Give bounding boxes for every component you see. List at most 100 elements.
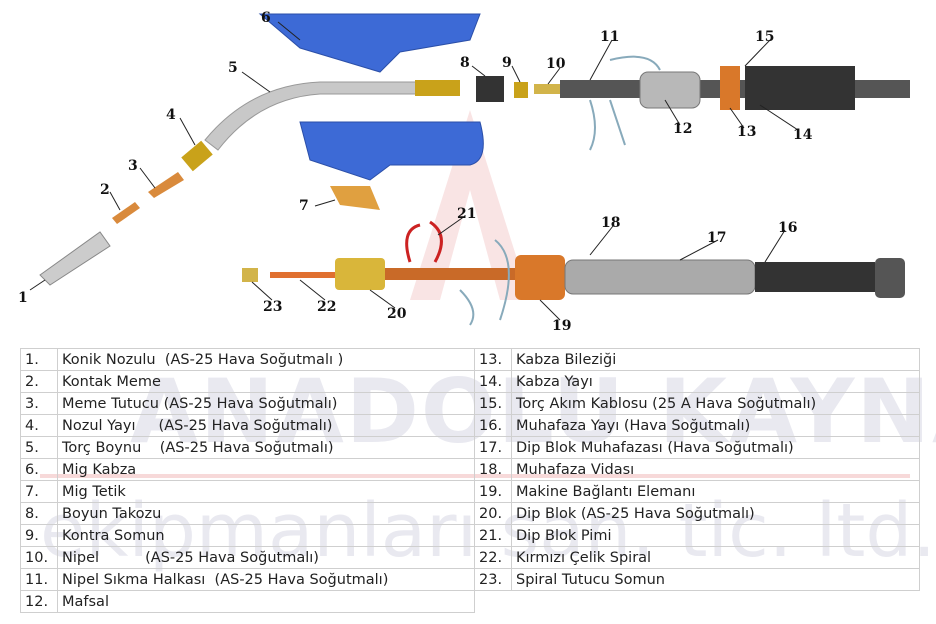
- part-number: 5.: [20, 436, 58, 459]
- part-number: 18.: [474, 458, 512, 481]
- callout-15: 15: [755, 29, 774, 45]
- callout-4: 4: [166, 107, 176, 123]
- part-name: Kırmızı Çelik Spiral: [511, 546, 920, 569]
- callout-6: 6: [261, 10, 271, 26]
- table-row: 5.Torç Boynu (AS-25 Hava Soğutmalı): [20, 436, 475, 459]
- part-name: Konik Nozulu (AS-25 Hava Soğutmalı ): [57, 348, 475, 371]
- part-number: 15.: [474, 392, 512, 415]
- part-name: Mafsal: [57, 590, 475, 613]
- callout-22: 22: [317, 299, 336, 315]
- handle-top-part: [258, 13, 481, 73]
- part-number: 11.: [20, 568, 58, 591]
- table-row: 21.Dip Blok Pimi: [474, 524, 920, 547]
- tip-holder-part: [148, 172, 184, 198]
- part-number: 1.: [20, 348, 58, 371]
- part-name: Nozul Yayı (AS-25 Hava Soğutmalı): [57, 414, 475, 437]
- cover-spring-part: [755, 262, 875, 292]
- callout-21: 21: [457, 206, 476, 222]
- parts-table-left: 1.Konik Nozulu (AS-25 Hava Soğutmalı )2.…: [20, 348, 475, 613]
- part-name: Kabza Yayı: [511, 370, 920, 393]
- table-row: 14.Kabza Yayı: [474, 370, 920, 393]
- callout-2: 2: [100, 182, 110, 198]
- table-row: 11.Nipel Sıkma Halkası (AS-25 Hava Soğut…: [20, 568, 475, 591]
- table-row: 22.Kırmızı Çelik Spiral: [474, 546, 920, 569]
- joint-part: [639, 71, 701, 109]
- part-name: Dip Blok (AS-25 Hava Soğutmalı): [511, 502, 920, 525]
- part-name: Makine Bağlantı Elemanı: [511, 480, 920, 503]
- contact-tip-part: [112, 202, 140, 224]
- nipple-part: [534, 84, 562, 94]
- exploded-torch-diagram: 1 2 3 4 5 6 7 8 9 10 11 12 13 14 15 16 1…: [18, 10, 910, 334]
- part-number: 21.: [474, 524, 512, 547]
- part-number: 17.: [474, 436, 512, 459]
- part-number: 4.: [20, 414, 58, 437]
- table-row: 7.Mig Tetik: [20, 480, 475, 503]
- back-block-pin: [385, 268, 515, 280]
- part-number: 16.: [474, 414, 512, 437]
- part-name: Spiral Tutucu Somun: [511, 568, 920, 591]
- part-number: 20.: [474, 502, 512, 525]
- callout-5: 5: [228, 60, 238, 76]
- callout-10: 10: [546, 56, 566, 72]
- part-number: 14.: [474, 370, 512, 393]
- part-number: 19.: [474, 480, 512, 503]
- part-name: Mig Kabza: [57, 458, 475, 481]
- callout-13: 13: [737, 124, 756, 140]
- table-row: 9.Kontra Somun: [20, 524, 475, 547]
- callout-18: 18: [601, 215, 620, 231]
- part-name: Mig Tetik: [57, 480, 475, 503]
- part-name: Kontra Somun: [57, 524, 475, 547]
- callout-9: 9: [502, 55, 512, 71]
- part-name: Torç Boynu (AS-25 Hava Soğutmalı): [57, 436, 475, 459]
- part-number: 7.: [20, 480, 58, 503]
- part-number: 3.: [20, 392, 58, 415]
- table-row: 23.Spiral Tutucu Somun: [474, 568, 920, 591]
- lock-nut-part: [514, 82, 528, 98]
- callout-19: 19: [552, 318, 571, 334]
- part-name: Dip Blok Pimi: [511, 524, 920, 547]
- table-row: 15.Torç Akım Kablosu (25 A Hava Soğutmal…: [474, 392, 920, 415]
- callout-16: 16: [778, 220, 797, 236]
- table-row: 20.Dip Blok (AS-25 Hava Soğutmalı): [474, 502, 920, 525]
- part-name: Nipel (AS-25 Hava Soğutmalı): [57, 546, 475, 569]
- pin-wires: [405, 220, 443, 263]
- callout-8: 8: [460, 55, 470, 71]
- table-row: 12.Mafsal: [20, 590, 475, 613]
- steel-spiral-part: [270, 272, 335, 278]
- part-name: Torç Akım Kablosu (25 A Hava Soğutmalı): [511, 392, 920, 415]
- table-row: 8.Boyun Takozu: [20, 502, 475, 525]
- callout-14: 14: [793, 127, 813, 143]
- callout-numbers: 1 2 3 4 5 6 7 8 9 10 11 12 13 14 15 16 1…: [18, 10, 813, 334]
- callout-23: 23: [263, 299, 282, 315]
- back-block-part: [335, 258, 385, 290]
- part-number: 6.: [20, 458, 58, 481]
- wires: [589, 55, 661, 151]
- part-name: Muhafaza Yayı (Hava Soğutmalı): [511, 414, 920, 437]
- back-block-cover-part: [564, 259, 756, 295]
- callout-12: 12: [673, 121, 692, 137]
- table-row: 2.Kontak Meme: [20, 370, 475, 393]
- part-number: 8.: [20, 502, 58, 525]
- nozzle-part: [39, 231, 111, 286]
- handle-bottom-part: [299, 121, 484, 181]
- table-row: 4.Nozul Yayı (AS-25 Hava Soğutmalı): [20, 414, 475, 437]
- handle-spring-part: [745, 66, 855, 110]
- part-name: Kontak Meme: [57, 370, 475, 393]
- part-number: 2.: [20, 370, 58, 393]
- callout-3: 3: [128, 158, 138, 174]
- part-number: 22.: [474, 546, 512, 569]
- callout-7: 7: [299, 198, 309, 214]
- part-name: Dip Blok Muhafazası (Hava Soğutmalı): [511, 436, 920, 459]
- spiral-nut-part: [242, 268, 258, 282]
- table-row: 18.Muhafaza Vidası: [474, 458, 920, 481]
- callout-1: 1: [18, 290, 28, 306]
- table-row: 13.Kabza Bileziği: [474, 348, 920, 371]
- nozzle-spring-part: [181, 140, 213, 172]
- upper-torch-assembly: [39, 13, 910, 286]
- callout-17: 17: [707, 230, 726, 246]
- part-name: Boyun Takozu: [57, 502, 475, 525]
- machine-connector-part: [515, 255, 565, 300]
- callout-20: 20: [387, 306, 407, 322]
- handle-ring-part: [720, 66, 740, 110]
